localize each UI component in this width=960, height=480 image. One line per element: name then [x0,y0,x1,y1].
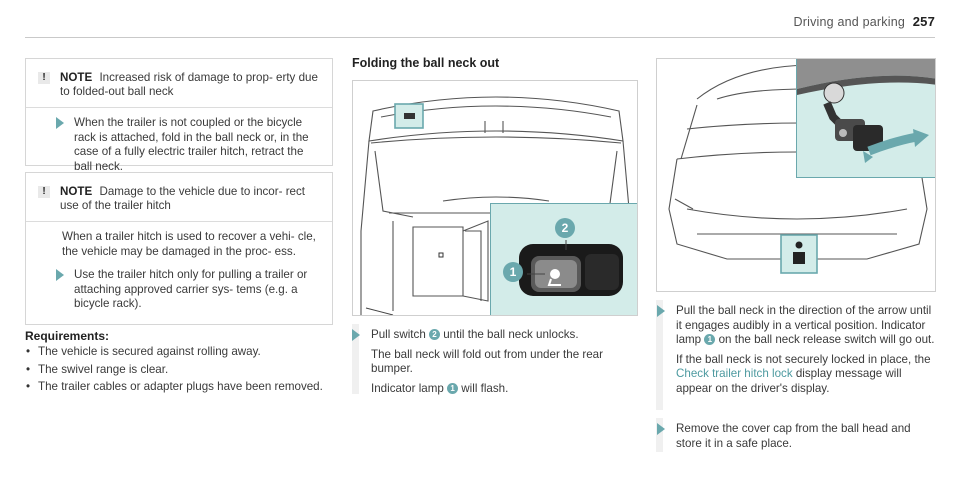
header-rule [25,37,935,38]
note-step: When the trailer is not coupled or the b… [26,116,332,174]
list-item: The vehicle is secured against rolling a… [25,345,340,360]
step-pull-switch: Pull switch 2 until the ball neck unlock… [352,328,639,401]
callout-ref: 1 [447,382,459,394]
ball-neck-inset [796,59,935,178]
note-step-text: When the trailer is not coupled or the b… [74,116,309,173]
page-number: 257 [912,14,935,29]
note-text: Damage to the vehicle due to incor- rect… [60,185,306,212]
note-step-text: Use the trailer hitch only for pulling a… [74,268,308,310]
requirements-list: The vehicle is secured against rolling a… [25,345,340,398]
section-title: Folding the ball neck out [352,56,500,70]
note-heading: ! NOTE Increased risk of damage to prop-… [26,59,332,107]
note-text: Increased risk of damage to prop- erty d… [60,71,318,98]
note-label: NOTE [60,71,93,84]
list-item: The trailer cables or adapter plugs have… [25,380,340,395]
requirements-title: Requirements: [25,329,110,343]
section-name: Driving and parking [793,15,906,29]
note-step: Use the trailer hitch only for pulling a… [26,268,332,312]
note-divider [26,221,332,222]
tailgate-illustration [360,96,632,315]
step-bar [352,324,359,394]
step-bar [656,300,663,410]
note-heading: ! NOTE Damage to the vehicle due to inco… [26,173,332,221]
note-box-property-damage: ! NOTE Increased risk of damage to prop-… [25,58,333,173]
callout-ref: 2 [429,329,440,340]
step-arrow-icon [657,423,665,435]
callout-1: 1 [503,262,523,282]
note-divider [26,107,332,108]
step-arrow-icon [657,305,665,317]
callout-ref: 1 [704,334,716,345]
list-item: The swivel range is clear. [25,363,340,378]
display-message-name: Check trailer hitch lock [676,367,793,380]
note-paragraph: When a trailer hitch is used to recover … [62,230,316,258]
step-bar [656,418,663,452]
switch-inset: 2 1 [490,203,637,315]
warning-icon: ! [38,186,50,198]
figure-ball-neck [656,58,936,292]
step-arrow-icon [352,329,360,341]
figure-tailgate-switch: 2 1 [352,80,638,316]
step-pull-ball-neck: Pull the ball neck in the direction of t… [657,304,938,401]
callout-2: 2 [555,218,575,238]
note-box-incorrect-use: ! NOTE Damage to the vehicle due to inco… [25,172,333,325]
step-detail: The ball neck will fold out from under t… [371,347,603,376]
step-remove-cover: Remove the cover cap from the ball head … [657,422,938,456]
note-label: NOTE [60,185,93,198]
step-arrow-icon [56,117,64,129]
step-arrow-icon [56,269,64,281]
page-header: Driving and parking 257 [794,14,935,29]
warning-icon: ! [38,72,50,84]
